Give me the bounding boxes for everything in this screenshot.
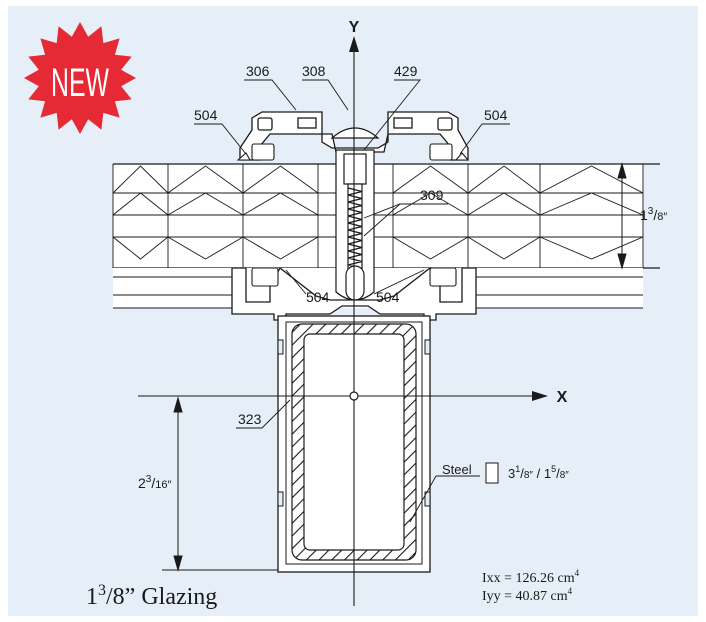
- base-profile: [231, 267, 477, 321]
- steel-sizes: 31/8″ / 15/8″: [508, 464, 569, 481]
- callout-429: 429: [394, 63, 418, 79]
- callout-308: 308: [302, 63, 326, 79]
- polycarbonate-sheet: [113, 164, 643, 268]
- top-gaskets: [236, 143, 470, 161]
- top-cap-profile: [239, 111, 469, 161]
- callout-504-top-left: 504: [194, 107, 218, 123]
- x-axis-label: X: [557, 389, 568, 406]
- callout-504-top-right: 504: [484, 107, 508, 123]
- callout-309: 309: [420, 187, 444, 203]
- rafter-side-nubs: [277, 339, 431, 507]
- centroid-marker: [349, 391, 359, 401]
- x-axis-arrow: [532, 391, 548, 401]
- callout-504-bottom-right: 504: [376, 289, 400, 305]
- bottom-gaskets: [251, 267, 457, 287]
- screw-slot: [345, 265, 365, 301]
- new-badge-text: NEW: [51, 61, 109, 105]
- callout-underlines: [194, 79, 510, 429]
- glazing-caption: 13/8” Glazing: [86, 582, 217, 610]
- steel-label: Steel 31/8″ / 15/8″: [436, 462, 569, 484]
- ixx-property: Ixx = 126.26 cm4: [482, 568, 580, 586]
- new-badge: NEW: [24, 22, 136, 134]
- callout-504-bottom-left: 504: [306, 289, 330, 305]
- thickness-value: 13/8″: [640, 206, 667, 223]
- new-badge-star: [24, 22, 136, 134]
- callout-323: 323: [238, 411, 262, 427]
- steel-square-symbol: [485, 462, 499, 484]
- steel-word: Steel: [442, 462, 472, 477]
- callout-306: 306: [246, 63, 270, 79]
- cap-dome: [330, 127, 380, 139]
- height-dimension: [162, 396, 278, 572]
- y-axis-label: Y: [349, 19, 360, 36]
- y-axis-arrow: [349, 36, 359, 52]
- iyy-property: Iyy = 40.87 cm4: [482, 586, 573, 604]
- height-value: 23/16″: [138, 474, 171, 491]
- thickness-dimension: [617, 162, 627, 270]
- sheet-cell-walls: [112, 164, 644, 268]
